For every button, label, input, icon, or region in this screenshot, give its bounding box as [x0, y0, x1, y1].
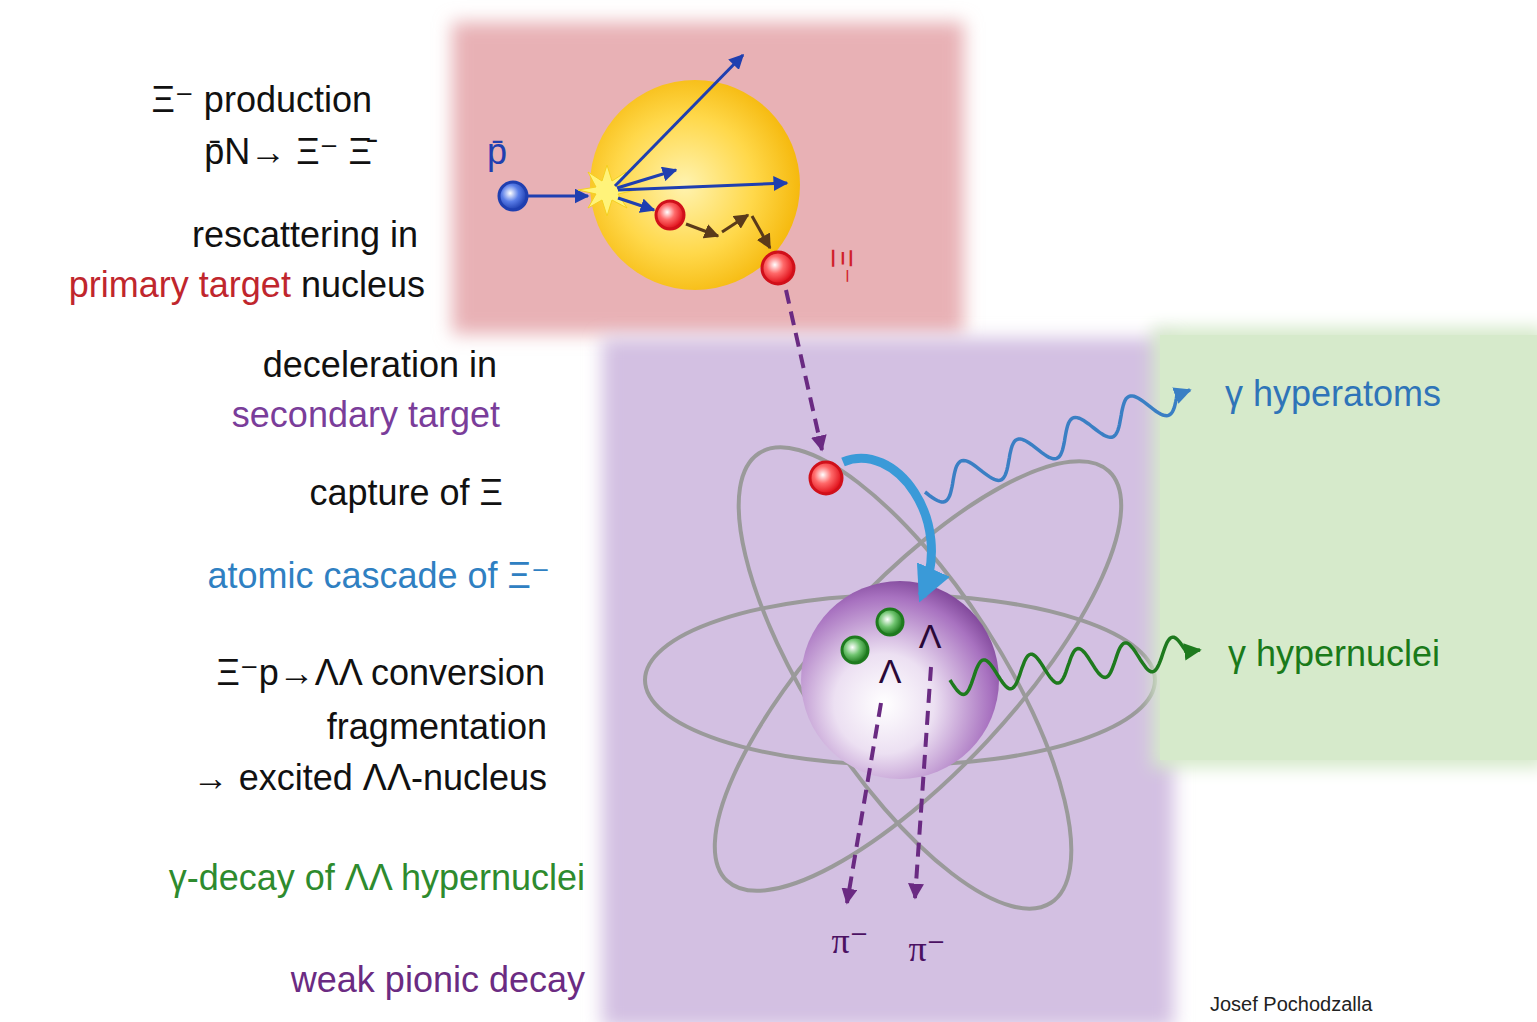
primary-nucleus — [590, 80, 800, 290]
pion-decay-path — [847, 703, 881, 903]
antiproton-track — [528, 195, 588, 198]
lambda-hyperon — [877, 609, 903, 635]
step-text: capture of Ξ — [310, 472, 504, 513]
step-text: γ-decay of ΛΛ hypernuclei — [169, 857, 585, 898]
hyperon-symbol: Λ — [879, 652, 902, 691]
production-tracks — [615, 55, 787, 210]
step-text: primary target — [69, 264, 291, 305]
step-text: fragmentation — [327, 706, 547, 747]
hypernucleus: ΛΛ — [800, 580, 1000, 780]
antiproton — [499, 182, 527, 210]
nucleus-body — [801, 581, 999, 779]
emission-label: γ hypernuclei — [1228, 633, 1440, 674]
reaction-formula: p̄N→ Ξ⁻ Ξ̄ — [204, 131, 372, 172]
xi-particle — [762, 252, 794, 284]
atomic-orbits — [645, 401, 1178, 954]
particle-label: Ξ⁻ — [825, 248, 860, 283]
step-text: weak pionic decay — [291, 959, 585, 1000]
step-text: rescattering in — [192, 214, 418, 255]
rescattering-path — [686, 215, 770, 248]
hyperon-symbol: Λ — [919, 617, 942, 656]
step-text: Ξ⁻ production — [151, 79, 372, 120]
step-text: deceleration in — [263, 344, 497, 385]
step-text: nucleus — [301, 264, 425, 305]
primary-target-region — [452, 22, 964, 334]
emission-label: γ hyperatoms — [1225, 373, 1441, 414]
xi-particle — [656, 201, 684, 229]
pion-label: π⁻ — [831, 921, 868, 962]
step-text: secondary target — [232, 394, 500, 435]
lambda-hyperon — [842, 637, 868, 663]
step-text: → excited ΛΛ-nucleus — [193, 757, 547, 798]
pion-decay-path — [915, 667, 931, 898]
emission-band: γ hyperatoms γ hypernuclei — [1160, 335, 1537, 760]
deceleration-path — [786, 290, 822, 450]
hypernucleus-photon — [950, 637, 1200, 694]
atomic-cascade-arrow — [843, 458, 931, 596]
pion-label: π⁻ — [908, 929, 945, 970]
captured-xi — [810, 462, 842, 494]
step-text: atomic cascade of Ξ⁻ — [207, 555, 550, 596]
hyperatom-photon — [925, 390, 1190, 502]
step-text: Ξ⁻p→ΛΛ conversion — [216, 652, 545, 693]
author-credit: Josef Pochodzalla — [1210, 993, 1372, 1016]
particle-label: p̄ — [487, 131, 507, 172]
secondary-target-region — [602, 338, 1174, 1022]
